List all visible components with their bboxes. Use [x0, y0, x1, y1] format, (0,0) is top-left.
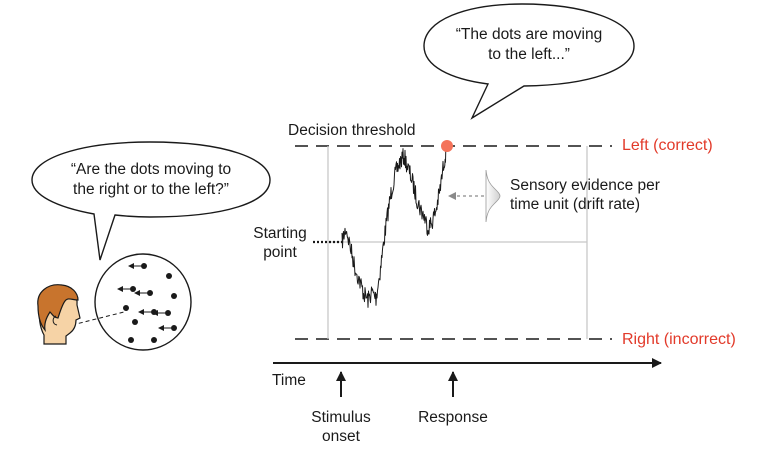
- speech-bubble-answer: [423, 3, 635, 120]
- motion-arrows: [117, 263, 171, 331]
- response-label: Response: [418, 409, 488, 426]
- speech-question-line2: the right or to the left?”: [73, 181, 229, 198]
- stimulus-onset-label-line1: Stimulus: [311, 409, 371, 426]
- decision-boundaries: [295, 145, 612, 340]
- stimulus-onset-label-line2: onset: [322, 428, 360, 445]
- evidence-trace: [341, 143, 448, 308]
- decision-point-marker: [441, 140, 453, 152]
- sensory-evidence-label-line2: time unit (drift rate): [510, 196, 641, 213]
- time-axis: [273, 358, 662, 397]
- right-incorrect-label: Right (incorrect): [622, 331, 736, 348]
- gaze-line: [71, 311, 125, 326]
- random-dot-stimulus: [94, 253, 192, 351]
- sensory-evidence-label-line1: Sensory evidence per: [510, 177, 660, 194]
- observer-head-icon: [37, 284, 81, 345]
- starting-point-label-line2: point: [263, 244, 297, 261]
- decision-threshold-label: Decision threshold: [288, 122, 416, 139]
- left-correct-label: Left (correct): [622, 137, 713, 154]
- speech-answer-line2: to the left...”: [488, 46, 570, 63]
- starting-point-label-line1: Starting: [253, 225, 307, 242]
- drift-rate-distribution-icon: [448, 169, 501, 223]
- speech-answer-line1: “The dots are moving: [455, 26, 603, 43]
- speech-bubble-question: [31, 141, 271, 261]
- speech-question-line1: “Are the dots moving to: [70, 161, 232, 178]
- time-label: Time: [272, 372, 306, 389]
